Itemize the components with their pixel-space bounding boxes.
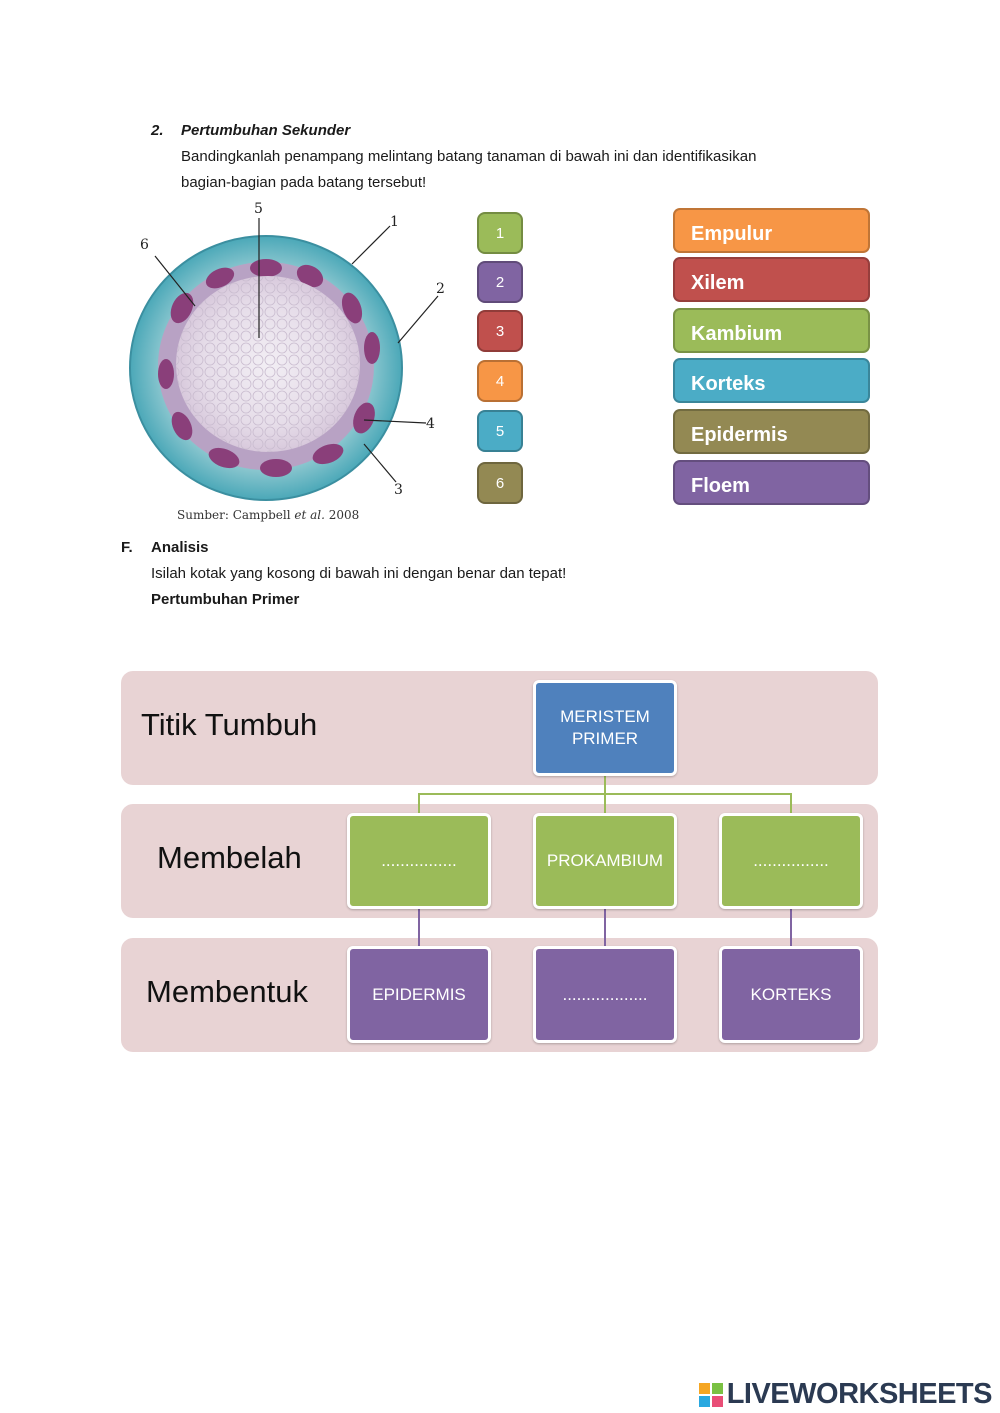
- number-box-1[interactable]: 1: [477, 212, 523, 254]
- node-epidermis: EPIDERMIS: [347, 946, 491, 1043]
- figure-source-caption: Sumber: Campbell et al. 2008: [177, 508, 360, 522]
- figure-label-1: 1: [390, 214, 399, 230]
- connector-left-down: [418, 793, 420, 814]
- section-f-subtitle: Pertumbuhan Primer: [151, 591, 300, 608]
- number-box-3[interactable]: 3: [477, 310, 523, 352]
- connector-horizontal: [418, 793, 792, 795]
- stem-cross-section-image: 5 1 2 4 3 6: [120, 198, 450, 528]
- section-number: 2.: [151, 122, 164, 139]
- answer-box-level3-middle[interactable]: ..................: [533, 946, 677, 1043]
- connector-level3-right: [790, 909, 792, 947]
- logo-grid-icon: [698, 1382, 723, 1407]
- connector-level3-left: [418, 909, 420, 947]
- term-box-empulur[interactable]: Empulur: [673, 208, 870, 253]
- instruction-line-1: Bandingkanlah penampang melintang batang…: [181, 148, 757, 165]
- connector-level3-middle: [604, 909, 606, 947]
- term-box-korteks[interactable]: Korteks: [673, 358, 870, 403]
- figure-label-2: 2: [436, 281, 445, 297]
- number-box-2[interactable]: 2: [477, 261, 523, 303]
- section-f-letter: F.: [121, 539, 133, 556]
- number-box-4[interactable]: 4: [477, 360, 523, 402]
- band-titik-tumbuh: [121, 671, 878, 785]
- figure-label-6: 6: [140, 237, 149, 253]
- connector-root-down: [604, 776, 606, 814]
- instruction-line-2: bagian-bagian pada batang tersebut!: [181, 174, 427, 191]
- answer-box-level2-left[interactable]: ................: [347, 813, 491, 909]
- figure-number-labels: 5 1 2 4 3 6: [140, 201, 445, 498]
- term-box-xilem[interactable]: Xilem: [673, 257, 870, 302]
- figure-label-4: 4: [426, 416, 435, 432]
- node-meristem-primer: MERISTEM PRIMER: [533, 680, 677, 776]
- liveworksheets-logo: LIVEWORKSHEETS: [698, 1378, 993, 1411]
- term-box-epidermis[interactable]: Epidermis: [673, 409, 870, 454]
- term-box-kambium[interactable]: Kambium: [673, 308, 870, 353]
- logo-text: LIVEWORKSHEETS: [726, 1378, 993, 1410]
- section-f-title: Analisis: [151, 539, 209, 556]
- section-title: Pertumbuhan Sekunder: [181, 122, 351, 139]
- row-label-membelah: Membelah: [157, 840, 302, 875]
- section-f-instruction: Isilah kotak yang kosong di bawah ini de…: [151, 565, 567, 582]
- node-korteks: KORTEKS: [719, 946, 863, 1043]
- row-label-membentuk: Membentuk: [146, 974, 308, 1009]
- answer-box-level2-right[interactable]: ................: [719, 813, 863, 909]
- number-box-6[interactable]: 6: [477, 462, 523, 504]
- figure-label-3: 3: [394, 482, 403, 498]
- figure-label-5: 5: [254, 201, 263, 217]
- row-label-titik-tumbuh: Titik Tumbuh: [141, 707, 318, 742]
- term-box-floem[interactable]: Floem: [673, 460, 870, 505]
- number-box-5[interactable]: 5: [477, 410, 523, 452]
- node-prokambium: PROKAMBIUM: [533, 813, 677, 909]
- connector-right-down: [790, 793, 792, 814]
